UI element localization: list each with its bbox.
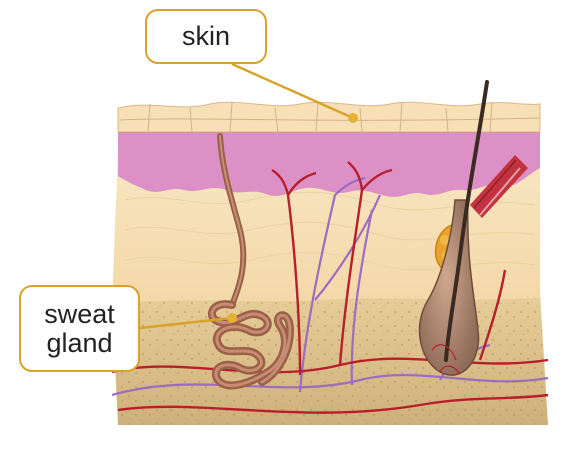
gland-pointer-dot: [227, 313, 237, 323]
sweat-gland-label: sweat gland: [19, 285, 140, 372]
skin-label-text: skin: [182, 22, 230, 50]
skin-pointer-dot: [348, 113, 358, 123]
skin-label: skin: [145, 9, 267, 64]
sweat-gland-label-line2: gland: [44, 329, 115, 357]
sweat-gland-label-line1: sweat: [44, 300, 115, 328]
